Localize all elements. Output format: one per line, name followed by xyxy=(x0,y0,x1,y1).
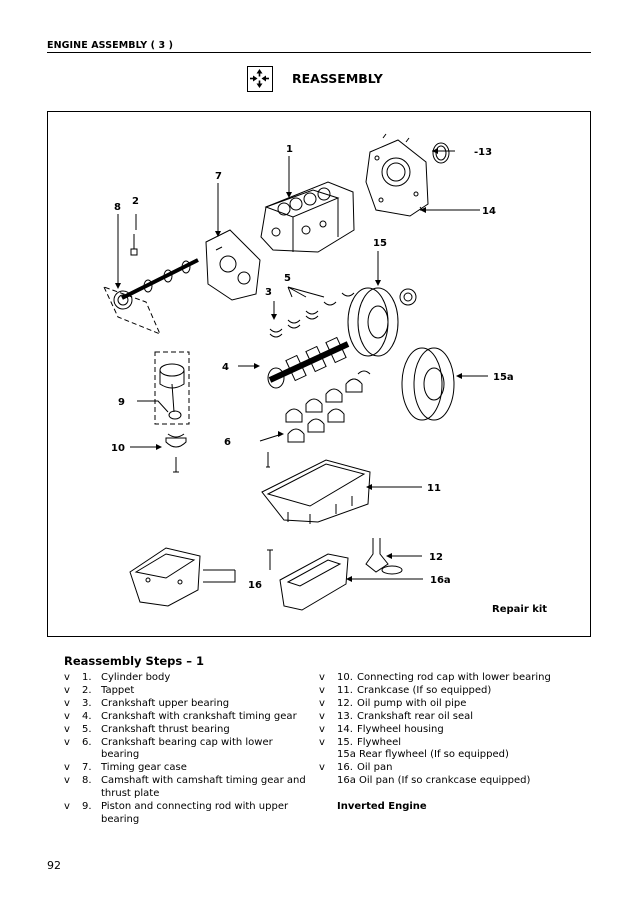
upper-bearings-drawing xyxy=(269,292,355,338)
piston-rod-drawing xyxy=(154,351,190,425)
callout-9: 9 xyxy=(118,397,125,408)
callout-15a: 15a xyxy=(493,372,514,383)
flywheel-housing-drawing xyxy=(365,133,450,217)
camshaft-drawing xyxy=(103,258,199,335)
callout-8: 8 xyxy=(114,202,121,213)
rear-flywheel-drawing xyxy=(401,347,455,421)
repair-kit-label: Repair kit xyxy=(492,604,547,615)
callout-10: 10 xyxy=(111,443,125,454)
steps-title: Reassembly Steps – 1 xyxy=(64,654,204,668)
crankcase-drawing xyxy=(261,459,371,524)
section-header: ENGINE ASSEMBLY ( 3 ) xyxy=(47,40,174,51)
crankshaft-drawing xyxy=(267,336,350,389)
header-rule xyxy=(47,52,591,54)
callout-5: 5 xyxy=(284,273,291,284)
callout-12: 12 xyxy=(429,552,443,563)
callout-6: 6 xyxy=(224,437,231,448)
callout-15: 15 xyxy=(373,238,387,249)
callout-13: -13 xyxy=(474,147,492,158)
exploded-view-figure: 1 2 3 4 5 6 7 8 9 10 11 12 -13 14 15 15a… xyxy=(47,111,591,637)
callout-3: 3 xyxy=(265,287,272,298)
oil-pan-16a-drawing xyxy=(267,549,349,611)
reassembly-title: REASSEMBLY xyxy=(292,71,383,86)
cylinder-body-drawing xyxy=(260,181,355,253)
reassembly-arrows-icon xyxy=(247,66,273,92)
callout-16a: 16a xyxy=(430,575,451,586)
tappet-drawing xyxy=(130,234,138,256)
callout-16: 16 xyxy=(248,580,262,591)
callout-2: 2 xyxy=(132,196,139,207)
callout-11: 11 xyxy=(427,483,441,494)
callout-1: 1 xyxy=(286,144,293,155)
bearing-caps-drawing xyxy=(266,370,371,468)
rod-cap-drawing xyxy=(165,433,187,473)
page-number: 92 xyxy=(47,859,61,872)
callout-4: 4 xyxy=(222,362,229,373)
step-item: 16a Oil pan (If so crankcase equipped) xyxy=(337,775,531,787)
callout-7: 7 xyxy=(215,171,222,182)
flywheel-drawing xyxy=(347,287,417,357)
inverted-engine-label: Inverted Engine xyxy=(337,801,427,812)
oil-pan-drawing xyxy=(129,547,201,607)
step-item: 15a Rear flywheel (If so equipped) xyxy=(337,749,509,761)
timing-gear-case-drawing xyxy=(205,229,261,301)
oil-pump-drawing xyxy=(365,538,403,575)
callout-14: 14 xyxy=(482,206,496,217)
